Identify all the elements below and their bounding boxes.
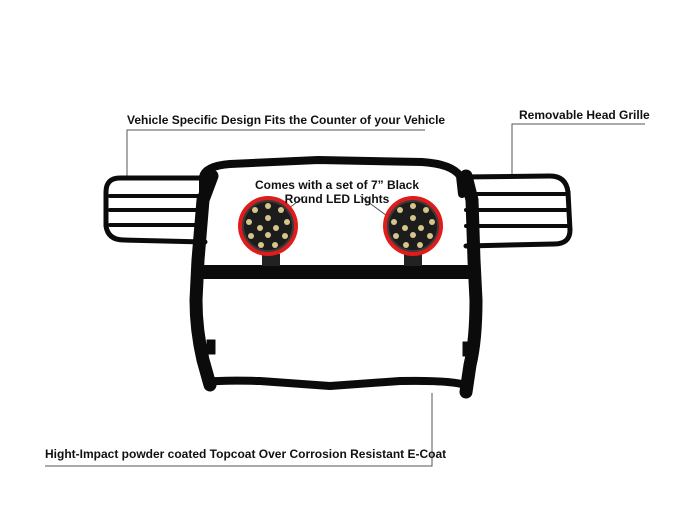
grille-frame: [103, 156, 573, 399]
leader-line-removable-grille: [511, 123, 645, 174]
left-light-bezel: [242, 200, 294, 252]
right-upright: [459, 169, 483, 399]
callout-powder-coat: Hight-Impact powder coated Topcoat Over …: [45, 447, 447, 461]
round-led-light-icon-right: [383, 196, 443, 266]
left-light-leds: [246, 203, 290, 248]
right-mount-tab: [462, 341, 472, 357]
callout-removable-grille: Removable Head Grille: [519, 108, 650, 122]
leader-lines: [45, 123, 645, 467]
right-wing-outer: [459, 173, 573, 249]
right-light-leds: [391, 203, 435, 248]
callout-vehicle-specific: Vehicle Specific Design Fits the Counter…: [127, 113, 446, 127]
round-led-light-icon-left: [238, 196, 298, 266]
right-light-bezel: [387, 200, 439, 252]
callout-led-lights-line1: Comes with a set of 7” Black: [254, 178, 420, 192]
callout-led-lights: Comes with a set of 7” Black Round LED L…: [252, 178, 422, 206]
leader-line-vehicle-specific: [126, 129, 425, 176]
left-wing-outer: [103, 175, 208, 245]
lower-hoop: [204, 376, 472, 390]
left-mount-tab: [206, 339, 216, 355]
callout-led-lights-line2: Round LED Lights: [284, 192, 390, 206]
leader-line-powder-coat: [45, 393, 433, 467]
top-hoop: [199, 156, 466, 198]
right-light-bracket: [404, 254, 422, 266]
left-light-bracket: [262, 254, 280, 266]
